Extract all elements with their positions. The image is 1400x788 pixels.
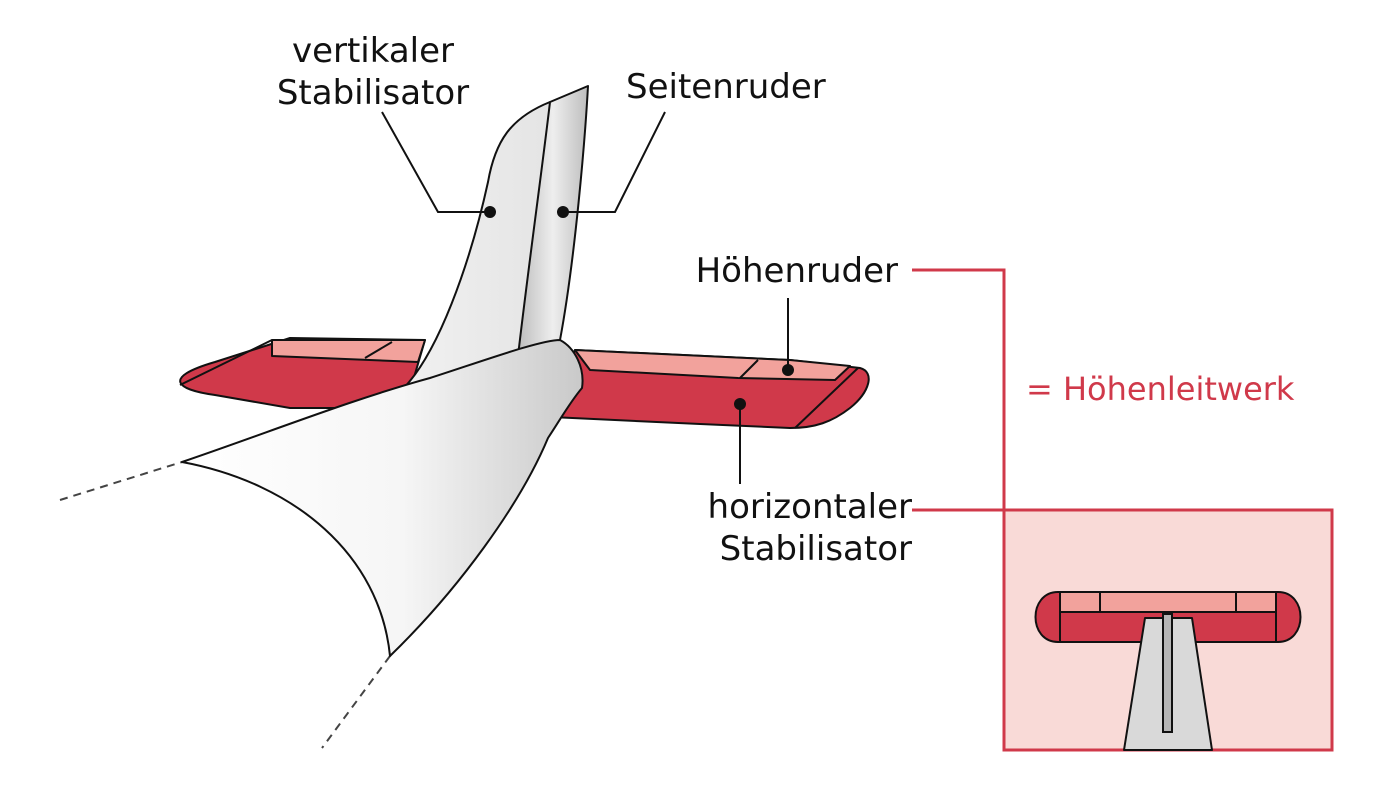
inset-rudder-shape [1162,613,1173,733]
label-horizontal-stabilizer: horizontaler Stabilisator [682,486,912,570]
label-rudder: Seitenruder [626,66,826,108]
dot-horizontal-stabilizer [734,398,746,410]
label-horizontal-tail-text: = Höhenleitwerk [1026,370,1295,408]
left-elevator-divider [364,341,393,359]
label-vertical-line2: Stabilisator [276,73,470,113]
bracket-line [912,268,1006,512]
dot-vertical-stabilizer [484,206,496,218]
right-tip-line [794,367,859,429]
label-rudder-text: Seitenruder [626,67,826,107]
dot-elevator [782,364,794,376]
leader-lines [381,111,789,484]
fuselage-shape [181,339,584,657]
dot-rudder [557,206,569,218]
label-horizontal-tail: = Höhenleitwerk [1026,368,1294,410]
inset-rear-view [1002,508,1334,752]
fuselage-dashed-line-top [59,461,183,501]
leader-vertical-stabilizer [381,111,490,213]
label-vertical-line1: vertikaler [291,31,455,71]
inset-elevator-shape [1059,591,1277,613]
right-elevator-shape [574,349,851,381]
left-tip-line [179,339,273,386]
label-horizontal-line2: Stabilisator [719,529,912,569]
right-elevator-divider [739,359,759,379]
leader-rudder [563,111,666,213]
label-elevator-text: Höhenruder [695,251,898,291]
left-horizontal-tail [179,337,426,409]
label-vertical-stabilizer: vertikaler Stabilisator [268,30,478,114]
label-elevator: Höhenruder [660,250,898,292]
fuselage-dashed-line-bottom [321,655,391,749]
label-horizontal-line1: horizontaler [707,487,912,527]
